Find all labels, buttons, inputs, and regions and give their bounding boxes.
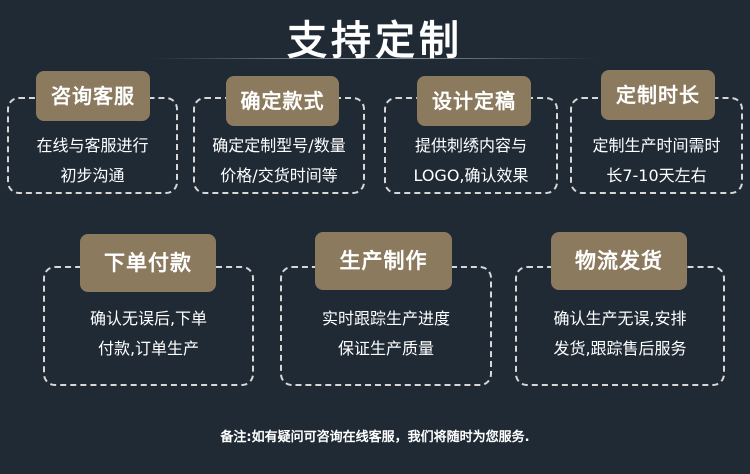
step-title-style: 确定款式 [226,76,339,126]
step-desc-line: LOGO,确认效果 [413,166,529,185]
page-title: 支持定制 [287,17,463,64]
step-desc-line: 确认无误后,下单 [89,309,208,328]
step-desc-line: 长7-10天左右 [606,166,707,185]
step-desc-line: 提供刺绣内容与 [414,136,527,155]
step-desc-line: 确认生产无误,安排 [553,309,687,328]
step-desc-line: 价格/交货时间等 [220,166,338,185]
step-title-payment: 下单付款 [80,234,216,292]
step-desc-line: 初步沟通 [60,166,125,185]
step-desc-line: 在线与客服进行 [36,136,149,155]
step-desc-line: 保证生产质量 [337,339,434,358]
step-card-duration: 定制生产时间需时 长7-10天左右 [570,97,743,194]
step-title-shipping: 物流发货 [551,232,687,290]
step-desc-line: 发货,跟踪售后服务 [553,339,687,358]
step-title-design: 设计定稿 [417,76,531,126]
step-title-duration: 定制时长 [601,70,715,120]
step-desc-line: 付款,订单生产 [97,339,200,358]
title-divider [150,58,600,59]
step-title-consult: 咨询客服 [36,71,150,121]
footer-note: 备注:如有疑问可咨询在线客服，我们将随时为您服务. [220,430,530,445]
step-title-production: 生产制作 [315,232,452,290]
step-desc-line: 实时跟踪生产进度 [321,309,450,328]
step-desc-line: 定制生产时间需时 [592,136,721,155]
step-desc-line: 确定定制型号/数量 [212,136,346,155]
step-card-style: 确定定制型号/数量 价格/交货时间等 [193,97,365,194]
